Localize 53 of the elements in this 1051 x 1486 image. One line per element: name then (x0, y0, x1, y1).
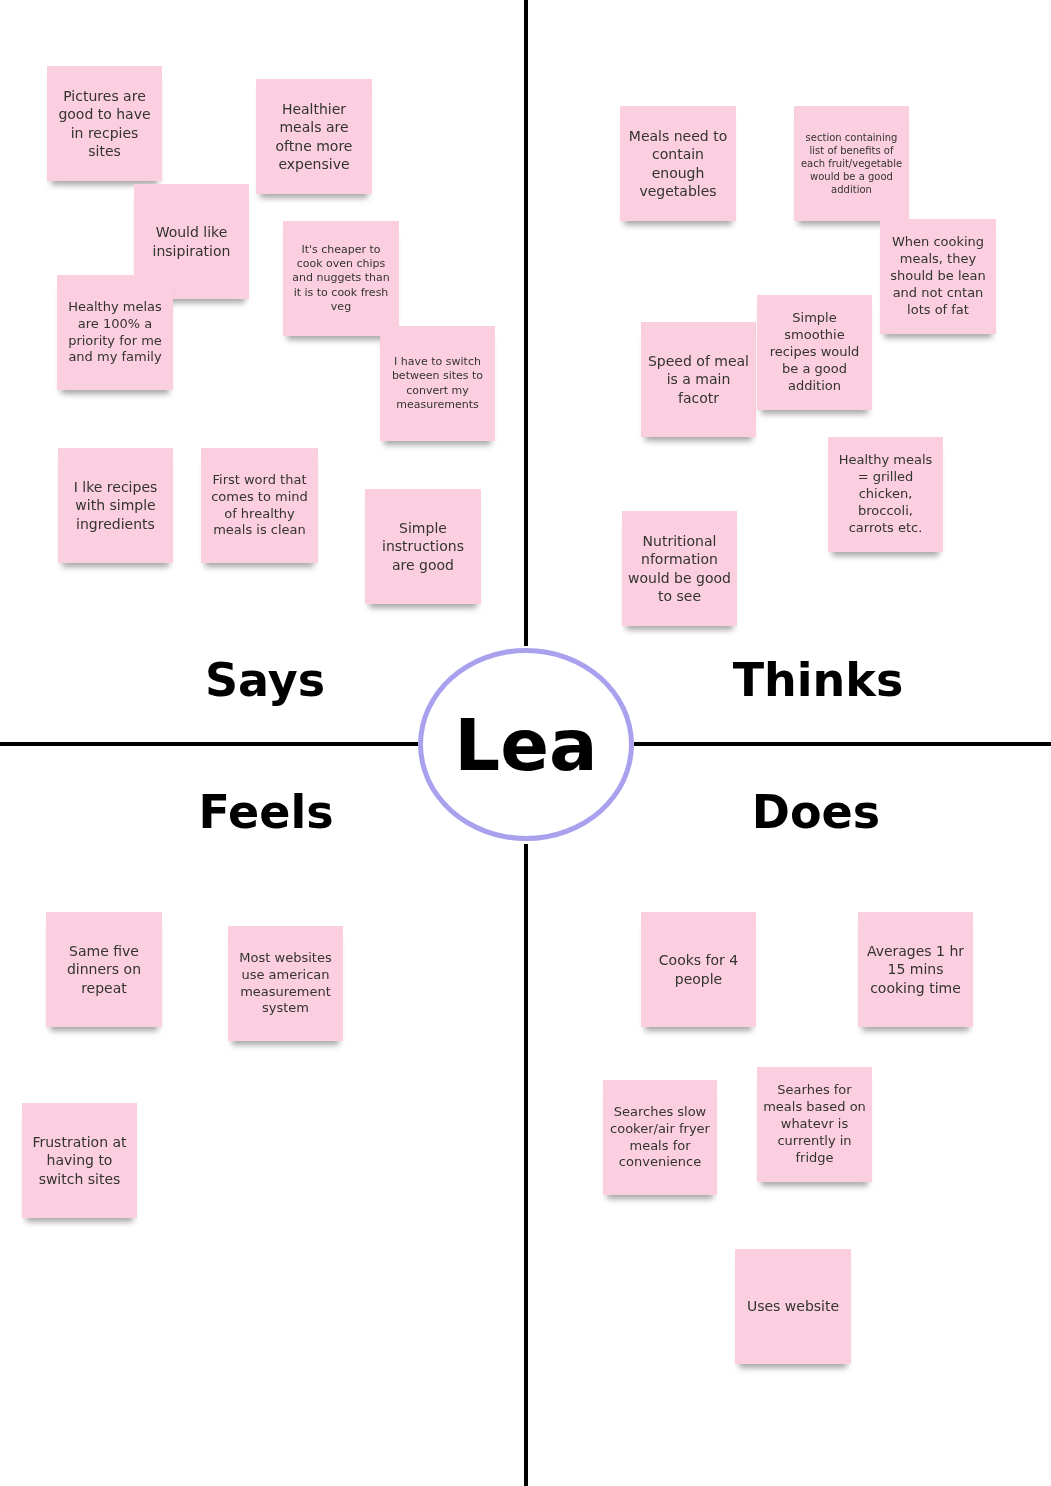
sticky-note (47, 66, 162, 181)
note-text: Pictures are good to have in recpies sites (57, 87, 152, 160)
sticky-note (57, 275, 173, 390)
note-text: Simple smoothie recipes would be a good addition (768, 310, 861, 395)
sticky-note (58, 448, 173, 563)
note-text: First word that comes to mind of hrealthy meals is clean (210, 471, 309, 540)
quadrant-heading: Feels (198, 785, 334, 839)
quadrant-heading: Says (204, 653, 326, 707)
note-text: When cooking meals, they should be lean and not cntan lots of fat (889, 234, 987, 319)
note-text: Frustration at having to switch sites (31, 1133, 128, 1188)
note-text: I lke recipes with simple ingredients (72, 478, 159, 533)
note-text: Cooks for 4 people (657, 951, 740, 988)
sticky-note (46, 912, 162, 1027)
note-text: section containing list of benefits of each fruit/vegetable would be a good addition (800, 131, 903, 196)
note-text: Searhes for meals based on whatevr is currently in fridge (763, 1082, 866, 1167)
sticky-note (641, 322, 756, 437)
sticky-note (283, 221, 399, 336)
sticky-note (365, 489, 481, 604)
note-text: Healthy melas are 100% a priority for me and my family (67, 298, 163, 367)
note-text: Meals need to contain enough vegetables (627, 127, 729, 200)
sticky-note (256, 79, 372, 194)
persona-name: Lea (454, 702, 598, 787)
note-text: Uses website (746, 1297, 840, 1316)
note-text: Averages 1 hr 15 mins cooking time (865, 942, 966, 997)
sticky-note (757, 1067, 872, 1182)
note-text: Nutritional nformation would be good to see (628, 532, 731, 605)
sticky-note (794, 106, 909, 221)
note-text: Simple instructions are good (381, 519, 465, 574)
sticky-note (380, 326, 495, 441)
sticky-note (201, 448, 318, 563)
sticky-note (134, 184, 249, 299)
sticky-note (757, 295, 872, 410)
note-text: Would like insipiration (151, 223, 232, 260)
note-text: Healthier meals are oftne more expensive (274, 100, 354, 173)
sticky-note (620, 106, 736, 221)
sticky-note (622, 511, 737, 626)
note-text: Speed of meal is a main facotr (647, 352, 750, 407)
note-text: Searches slow cooker/air fryer meals for convenience (609, 1103, 711, 1172)
quadrant-heading: Thinks (732, 653, 904, 707)
note-text: Healthy meals = grilled chicken, broccoli, carrots etc. (837, 452, 934, 537)
sticky-note (735, 1249, 851, 1364)
sticky-note (228, 926, 343, 1041)
sticky-note (641, 912, 756, 1027)
note-text: I have to switch between sites to convert my measurements (390, 354, 485, 413)
sticky-note (828, 437, 943, 552)
sticky-note (22, 1103, 137, 1218)
note-text: Most websites use american measurement system (238, 949, 333, 1018)
note-text: It's cheaper to cook oven chips and nuggets than it is to cook fresh veg (291, 242, 391, 315)
sticky-note (858, 912, 973, 1027)
note-text: Same five dinners on repeat (65, 942, 143, 997)
sticky-note (880, 219, 996, 334)
sticky-note (603, 1080, 717, 1195)
quadrant-heading: Does (751, 785, 881, 839)
